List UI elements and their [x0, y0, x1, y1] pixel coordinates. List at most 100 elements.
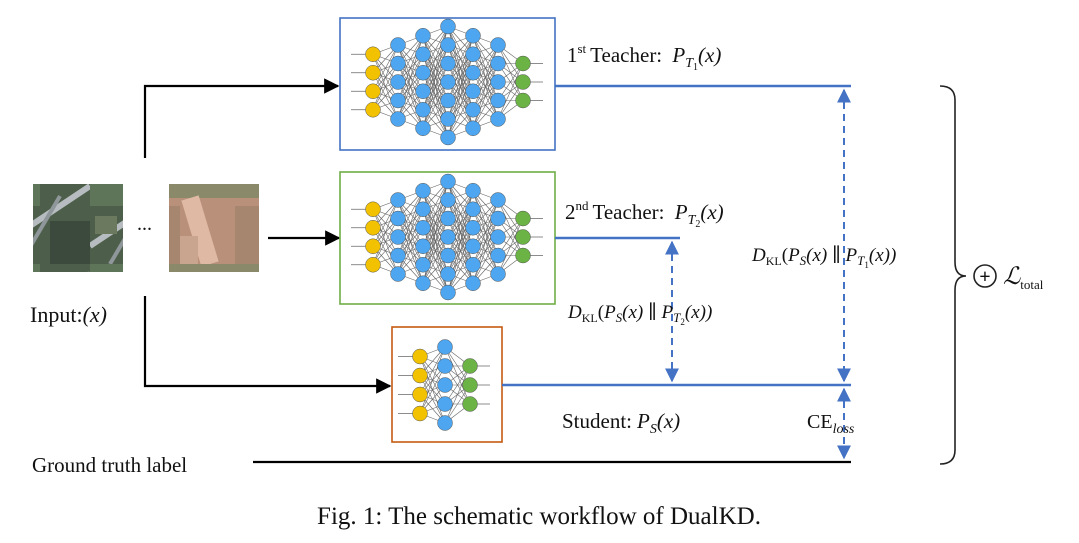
- teacher1-network-icon: [351, 18, 543, 146]
- input-image-2: [169, 184, 259, 272]
- network-node-input: [412, 367, 428, 384]
- network-node-hidden: [490, 192, 506, 208]
- network-node-hidden: [465, 201, 481, 217]
- network-connection: [447, 35, 474, 83]
- network-node-hidden: [440, 92, 456, 109]
- network-node-output: [462, 377, 478, 393]
- network-node-hidden: [440, 74, 456, 90]
- network-node-hidden: [465, 183, 481, 199]
- network-node-input: [412, 348, 428, 365]
- network-node-output: [515, 229, 531, 245]
- network-node-hidden: [415, 201, 431, 217]
- sum-icon: [973, 264, 997, 288]
- network-node-hidden: [415, 220, 431, 236]
- student-label: Student:PS(x): [562, 409, 680, 437]
- network-node-hidden: [437, 396, 453, 412]
- network-connection: [444, 365, 471, 424]
- network-node-hidden: [465, 220, 481, 236]
- kl-teacher1-formula: DKL(PS(x) ∥ PT1(x)): [751, 245, 896, 270]
- network-node-hidden: [490, 74, 506, 90]
- figure-caption: Fig. 1: The schematic workflow of DualKD…: [317, 503, 761, 530]
- network-node-hidden: [440, 18, 456, 35]
- network-node-input: [365, 220, 381, 236]
- network-node-hidden: [390, 37, 406, 53]
- network-node-output: [462, 358, 478, 374]
- network-node-hidden: [465, 275, 481, 291]
- network-connection: [422, 26, 449, 73]
- network-node-hidden: [440, 37, 456, 53]
- network-node-output: [515, 92, 531, 109]
- network-node-input: [365, 238, 381, 254]
- network-connection: [447, 227, 474, 293]
- network-connection: [397, 35, 424, 101]
- network-node-hidden: [440, 192, 456, 208]
- network-node-input: [365, 83, 381, 99]
- network-node-hidden: [415, 257, 431, 273]
- network-node-output: [515, 55, 531, 72]
- network-node-input: [412, 386, 428, 403]
- network-node-hidden: [440, 266, 456, 282]
- network-node-hidden: [415, 183, 431, 199]
- network-connection: [447, 91, 474, 138]
- network-connection: [422, 26, 449, 92]
- network-connection: [372, 63, 399, 110]
- ground-truth-label: Ground truth label: [32, 453, 187, 477]
- network-connection: [422, 218, 449, 284]
- network-node-hidden: [415, 28, 431, 44]
- network-node-output: [515, 247, 531, 264]
- network-connection: [397, 72, 424, 120]
- network-node-output: [462, 396, 478, 412]
- network-node-hidden: [440, 55, 456, 72]
- network-node-hidden: [440, 173, 456, 190]
- network-connection: [472, 218, 499, 284]
- network-connection: [497, 63, 524, 120]
- network-node-hidden: [390, 111, 406, 127]
- input-image-1: [33, 184, 123, 272]
- network-node-hidden: [465, 46, 481, 62]
- network-node-input: [365, 46, 381, 62]
- network-node-hidden: [490, 210, 506, 227]
- network-node-input: [365, 257, 381, 273]
- network-connection: [372, 199, 399, 265]
- network-connection: [472, 199, 499, 247]
- network-node-hidden: [465, 102, 481, 118]
- arrow-to-teacher1: [143, 78, 340, 158]
- network-node-output: [515, 74, 531, 90]
- network-connection: [397, 54, 424, 120]
- total-loss-label: ℒtotal: [1003, 264, 1044, 292]
- network-connection: [472, 44, 499, 110]
- network-connection: [397, 190, 424, 238]
- network-node-hidden: [415, 238, 431, 254]
- network-node-hidden: [390, 210, 406, 227]
- ce-loss-label: CEloss: [807, 411, 855, 437]
- student-network-icon: [398, 339, 490, 431]
- network-node-hidden: [465, 257, 481, 273]
- network-connection: [447, 35, 474, 101]
- network-node-hidden: [490, 92, 506, 109]
- network-node-hidden: [440, 229, 456, 245]
- network-connection: [372, 44, 399, 110]
- network-connection: [422, 181, 449, 247]
- network-node-hidden: [390, 247, 406, 264]
- network-node-hidden: [465, 238, 481, 254]
- network-connection: [397, 190, 424, 256]
- network-node-hidden: [440, 247, 456, 264]
- network-node-hidden: [390, 92, 406, 109]
- network-connection: [372, 199, 399, 247]
- network-node-hidden: [415, 65, 431, 81]
- arrow-to-student: [143, 296, 392, 394]
- network-node-hidden: [490, 266, 506, 282]
- network-node-hidden: [390, 74, 406, 90]
- network-node-hidden: [437, 415, 453, 431]
- network-node-hidden: [415, 46, 431, 62]
- network-node-hidden: [490, 247, 506, 264]
- network-node-hidden: [465, 120, 481, 136]
- network-node-hidden: [440, 111, 456, 127]
- network-node-hidden: [440, 284, 456, 301]
- network-node-hidden: [490, 55, 506, 72]
- network-node-hidden: [465, 65, 481, 81]
- network-node-hidden: [415, 83, 431, 99]
- network-node-hidden: [490, 111, 506, 127]
